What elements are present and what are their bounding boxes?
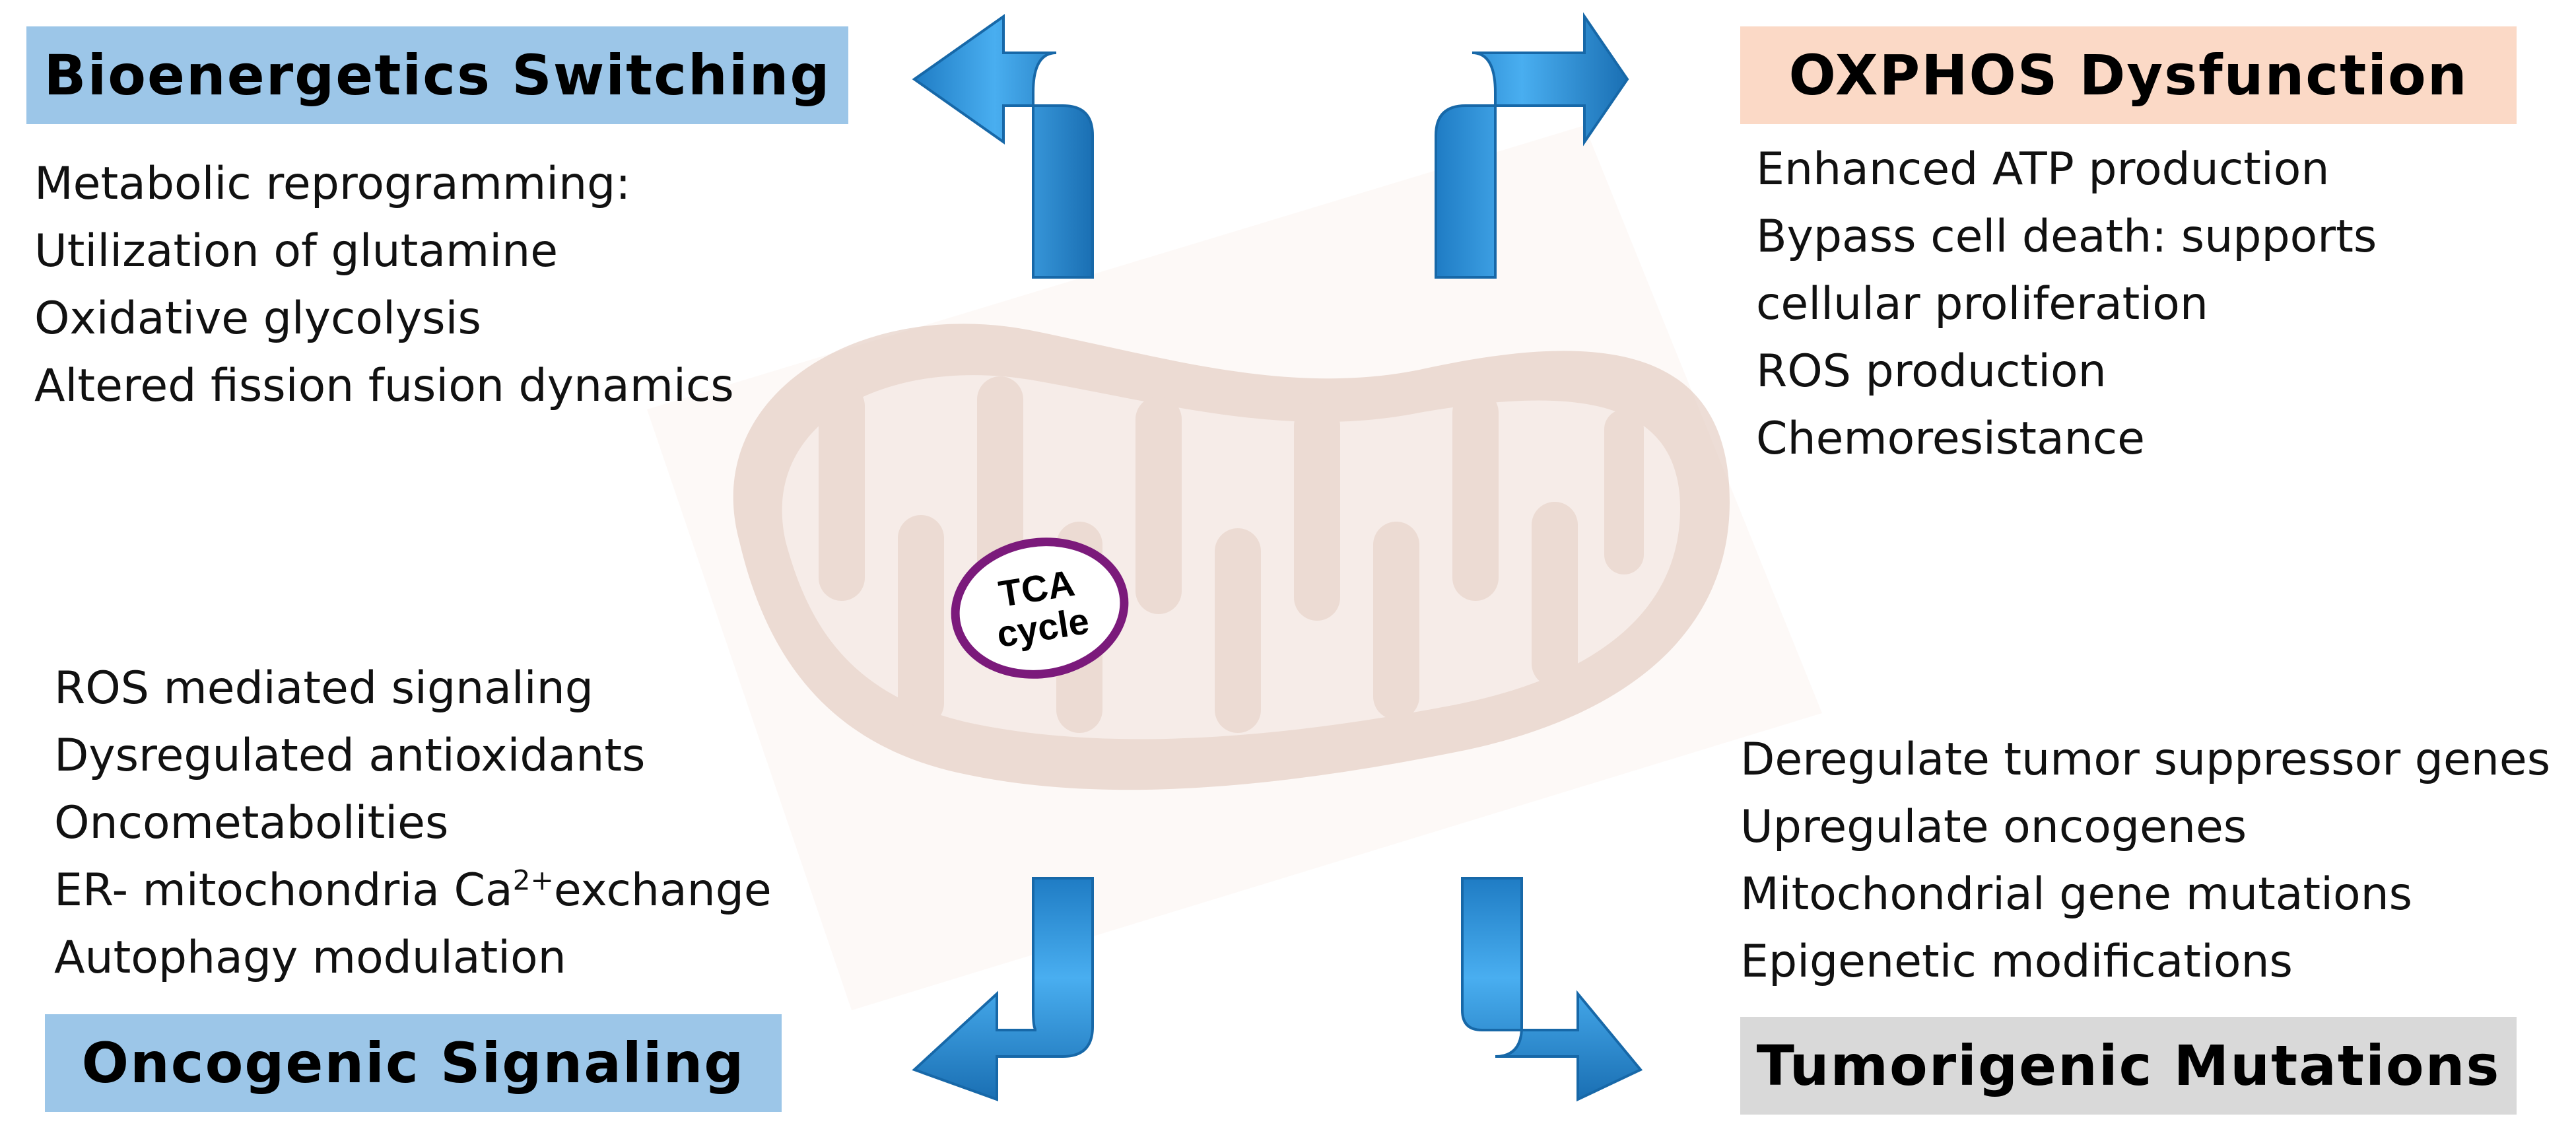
- list-item: Epigenetic modifications: [1740, 936, 2293, 988]
- list-item: Oxidative glycolysis: [34, 293, 481, 345]
- list-item: Dysregulated antioxidants: [54, 730, 646, 782]
- bioenergetics-title: Bioenergetics Switching: [26, 26, 848, 124]
- list-item: Deregulate tumor suppressor genes: [1740, 734, 2551, 786]
- arrow-tumorigenic: [1461, 877, 1643, 1102]
- oxphos-title: OXPHOS Dysfunction: [1740, 26, 2517, 124]
- list-item: Bypass cell death: supports: [1756, 211, 2377, 263]
- ca-superscript: 2+: [512, 864, 554, 897]
- ca-exchange-suffix: exchange: [553, 864, 772, 916]
- arrow-oncogenic: [912, 877, 1094, 1101]
- bioenergetics-list: Metabolic reprogramming: Utilization of …: [34, 151, 734, 420]
- list-item: Enhanced ATP production: [1756, 143, 2330, 195]
- list-item: ER- mitochondria Ca2+exchange: [54, 857, 772, 924]
- tumorigenic-title: Tumorigenic Mutations: [1740, 1017, 2517, 1115]
- list-item: Mitochondrial gene mutations: [1740, 868, 2413, 920]
- list-item: Utilization of glutamine: [34, 225, 559, 277]
- list-item: Chemoresistance: [1756, 413, 2145, 465]
- oncogenic-list: ROS mediated signaling Dysregulated anti…: [54, 655, 772, 992]
- list-item: Metabolic reprogramming:: [34, 158, 631, 210]
- oncogenic-title: Oncogenic Signaling: [45, 1014, 782, 1112]
- list-item: ROS production: [1756, 345, 2107, 398]
- list-item: Altered fission fusion dynamics: [34, 360, 734, 412]
- list-item: ROS mediated signaling: [54, 662, 593, 714]
- arrow-oxphos: [1435, 12, 1629, 279]
- oxphos-list: Enhanced ATP production Bypass cell deat…: [1756, 136, 2377, 473]
- ca-exchange-text: ER- mitochondria Ca: [54, 864, 513, 916]
- tumorigenic-list: Deregulate tumor suppressor genes Upregu…: [1740, 726, 2550, 996]
- list-item: Upregulate oncogenes: [1740, 801, 2247, 853]
- list-item: Autophagy modulation: [54, 932, 566, 984]
- arrow-bioenergetics: [912, 14, 1094, 279]
- list-item: Oncometabolities: [54, 797, 449, 849]
- list-item: cellular proliferation: [1756, 278, 2208, 330]
